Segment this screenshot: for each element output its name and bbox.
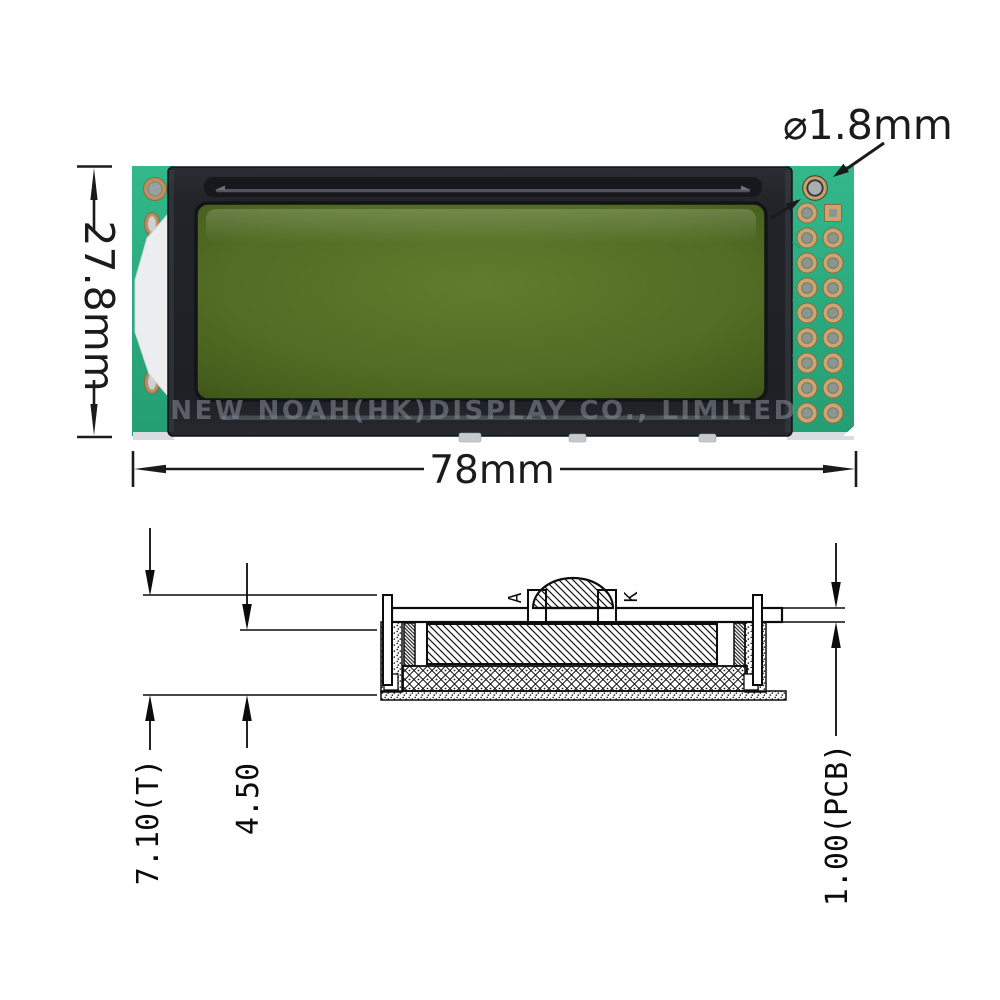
pin-hole — [822, 227, 844, 249]
section-pcb — [390, 606, 784, 624]
pin-hole — [796, 252, 818, 274]
leader-line — [844, 141, 885, 172]
watermark-text: NEW NOAH(HK)DISPLAY CO., LIMITED — [170, 396, 797, 426]
bezel-top-groove — [204, 177, 762, 197]
pin-hole — [796, 302, 818, 324]
leader-arrowhead-2 — [785, 199, 801, 212]
dim-arrow-right — [823, 464, 855, 474]
section-bezel-tab-left — [382, 594, 393, 686]
module-photo: NEW NOAH(HK)DISPLAY CO., LIMITED — [132, 166, 854, 443]
pin-mounting-hole — [802, 175, 828, 201]
frame-thickness-dimension: 4.50 — [231, 563, 266, 835]
pin-hole — [796, 377, 818, 399]
pin-hole — [822, 377, 844, 399]
pin-hole — [822, 302, 844, 324]
cathode-mark: K — [621, 591, 642, 602]
pin-hole — [796, 227, 818, 249]
pin-hole — [796, 327, 818, 349]
lcd-glass — [194, 201, 768, 402]
lcd-glass-sheen — [206, 209, 756, 243]
height-dimension-label: 27.8mm — [75, 220, 123, 391]
leader-arrowhead — [833, 163, 849, 177]
total-thickness-label: 7.10(T) — [131, 759, 166, 885]
section-backlight — [402, 665, 748, 692]
pin-hole — [796, 352, 818, 374]
pin-hole — [796, 202, 818, 224]
pin-hole — [822, 327, 844, 349]
pin1-square-pad — [824, 204, 842, 222]
pin-hole — [796, 277, 818, 299]
dim-arrow-up — [90, 168, 98, 200]
pin-hole — [822, 352, 844, 374]
width-dimension: 78mm — [131, 448, 858, 493]
pin-hole — [796, 402, 818, 424]
section-bezel-tab-right — [752, 594, 763, 686]
section-pin-a — [527, 589, 547, 623]
section-polarizer-left — [403, 622, 416, 667]
section-polarizer-right — [733, 622, 746, 667]
extension-lines — [143, 594, 845, 696]
left-pcb-bottom-edge — [133, 432, 174, 440]
pin-hole — [822, 402, 844, 424]
cross-section-drawing: A K 7.10(T) — [131, 528, 855, 906]
pin-holes-right-column — [822, 204, 844, 424]
section-bezel-face — [380, 690, 787, 701]
dim-arrow-left — [134, 464, 166, 474]
left-mounting-hole — [143, 177, 167, 201]
pin-hole — [822, 277, 844, 299]
pcb-thickness-dimension: 1.00(PCB) — [820, 543, 855, 906]
pin-hole — [822, 252, 844, 274]
width-dimension-label: 78mm — [429, 448, 555, 493]
anode-mark: A — [505, 592, 526, 603]
pcb-corner-notch — [843, 426, 854, 436]
frame-thickness-label: 4.50 — [231, 763, 266, 835]
bezel-bottom-groove — [221, 415, 751, 420]
pcb-thickness-label: 1.00(PCB) — [820, 744, 855, 907]
leader-line-2 — [769, 205, 790, 221]
total-thickness-dimension: 7.10(T) — [131, 528, 166, 885]
bezel-left-sheen — [169, 170, 174, 432]
right-pcb-bottom-edge — [787, 432, 854, 440]
bezel-bottom-tabs — [458, 432, 717, 443]
bezel-right-sheen — [785, 170, 791, 432]
section-pin-k — [597, 589, 617, 623]
section-lcd-glass — [426, 623, 718, 665]
height-dimension: 27.8mm — [75, 165, 123, 439]
dim-arrow-down — [90, 404, 98, 436]
section-epoxy-dome — [531, 576, 615, 610]
hole-diameter-label: ⌀1.8mm — [783, 101, 953, 149]
pin-holes-left-column — [796, 202, 818, 424]
hole-diameter-callout: ⌀1.8mm — [769, 101, 953, 221]
